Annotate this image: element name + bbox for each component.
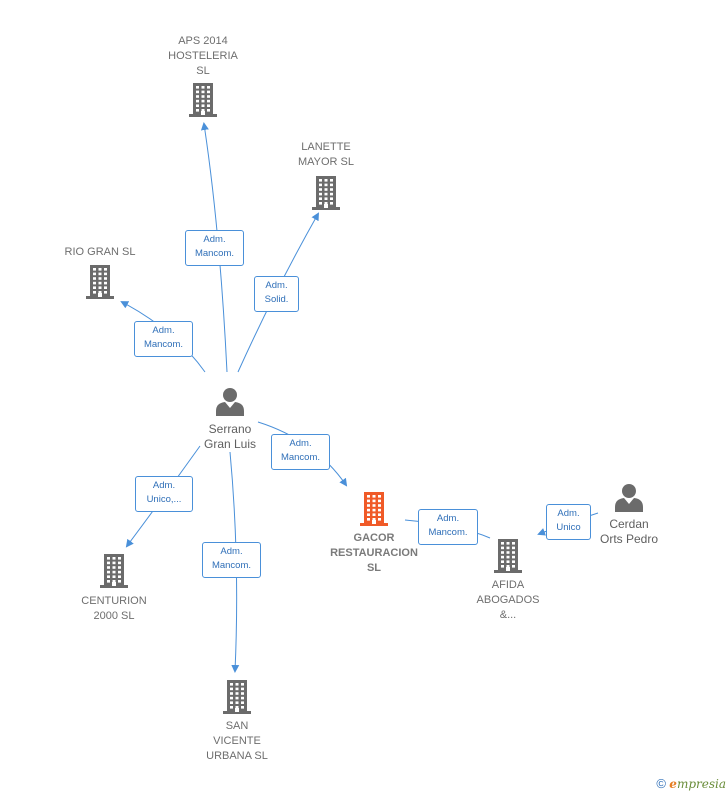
node-label: LANETTE MAYOR SL: [297, 141, 355, 168]
copyright-icon: ©: [656, 776, 666, 791]
edge-label-cerdan[interactable]: Adm. Unico: [546, 504, 591, 540]
brand-logo: empresia: [669, 777, 726, 791]
building-icon: [494, 539, 522, 573]
node-label: Serrano Gran Luis: [203, 422, 257, 451]
building-icon: [189, 83, 217, 117]
edge-label-gacor[interactable]: Adm. Mancom.: [271, 434, 330, 470]
node-label: Cerdan Orts Pedro: [599, 517, 659, 546]
node-label: RIO GRAN SL: [64, 246, 136, 258]
building-icon: [312, 176, 340, 210]
node-riogran[interactable]: RIO GRAN SL: [44, 245, 156, 300]
edge-label-centurion[interactable]: Adm. Unico,...: [135, 476, 193, 512]
node-gacor[interactable]: GACOR RESTAURACION SL: [316, 491, 432, 576]
node-label: SAN VICENTE URBANA SL: [206, 720, 268, 762]
node-serrano[interactable]: Serrano Gran Luis: [180, 386, 280, 452]
edge-label-afida-gacor[interactable]: Adm. Mancom.: [418, 509, 478, 545]
node-centurion[interactable]: CENTURION 2000 SL: [64, 553, 164, 624]
node-aps[interactable]: APS 2014 HOSTELERIA SL: [150, 34, 256, 118]
node-label: APS 2014 HOSTELERIA SL: [168, 35, 238, 77]
node-label: AFIDA ABOGADOS &...: [476, 579, 540, 621]
footer-brand: © empresia: [656, 776, 726, 791]
node-afida[interactable]: AFIDA ABOGADOS &...: [458, 538, 558, 623]
node-label: CENTURION 2000 SL: [81, 595, 147, 622]
node-sanvicente[interactable]: SAN VICENTE URBANA SL: [187, 679, 287, 764]
building-icon: [360, 492, 388, 526]
node-cerdan[interactable]: Cerdan Orts Pedro: [585, 482, 673, 547]
node-label: GACOR RESTAURACION SL: [330, 532, 418, 574]
edge-label-lanette[interactable]: Adm. Solid.: [254, 276, 299, 312]
node-lanette[interactable]: LANETTE MAYOR SL: [273, 140, 379, 211]
edge-label-aps[interactable]: Adm. Mancom.: [185, 230, 244, 266]
person-icon: [216, 388, 244, 416]
edge-label-sanvicente[interactable]: Adm. Mancom.: [202, 542, 261, 578]
building-icon: [86, 265, 114, 299]
edge-label-riogran[interactable]: Adm. Mancom.: [134, 321, 193, 357]
person-icon: [615, 484, 643, 512]
building-icon: [100, 554, 128, 588]
building-icon: [223, 680, 251, 714]
